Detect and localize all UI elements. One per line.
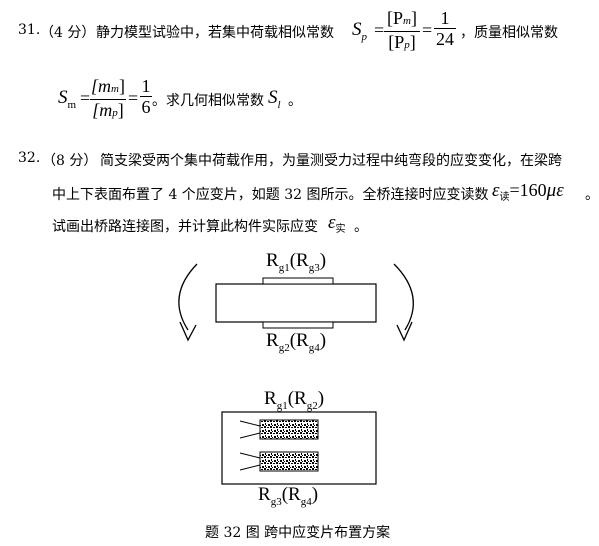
- q31-text-a: 静力模型试验中，若集中荷载相似常数: [96, 25, 334, 41]
- q32-number: 32.: [18, 150, 41, 166]
- gauge-plan-2: [259, 451, 319, 472]
- q31-text-c: 。求几何相似常数: [152, 93, 264, 109]
- q32-points: （8 分）: [42, 153, 98, 169]
- right-curved-arrow: [393, 263, 414, 331]
- equals-sign-4: =: [128, 88, 139, 108]
- left-arrow-head: [179, 321, 197, 342]
- q32-line2-end: 。: [585, 187, 599, 203]
- gauge-plan-2-leads: [239, 452, 261, 471]
- beam-elevation: [215, 283, 377, 323]
- left-curved-arrow: [178, 263, 198, 331]
- load-fraction: [Pm] [Pp]: [384, 8, 420, 55]
- strain-reading: ε读=160με: [492, 180, 564, 203]
- one-over-6: 1 6: [140, 76, 152, 117]
- figure-caption: 题 32 图 跨中应变片布置方案: [205, 525, 391, 541]
- gauge-plan-1: [259, 419, 319, 440]
- q32-line3: 试画出桥路连接图，并计算此构件实际应变: [52, 219, 318, 235]
- q31-number: 31.: [18, 22, 41, 38]
- gauge-bottom-elevation: [262, 321, 334, 329]
- equals-sign-3: =: [80, 88, 91, 108]
- equals-sign-2: =: [422, 20, 433, 40]
- label-rg1-rg3: Rg1(Rg3): [266, 250, 327, 274]
- q31-period: 。: [288, 93, 302, 109]
- right-arrow-head: [396, 321, 413, 342]
- one-over-24: 1 24: [434, 8, 456, 49]
- gauge-top-elevation: [262, 277, 334, 285]
- q31-points: （4 分）: [40, 25, 96, 41]
- label-plan-rg1-rg2: Rg1(Rg2): [264, 388, 325, 412]
- label-plan-rg3-rg4: Rg3(Rg4): [258, 484, 319, 508]
- q32-line2: 中上下表面布置了 4 个应变片，如题 32 图所示。全桥连接时应变读数: [52, 187, 489, 203]
- sp-symbol: Sp: [352, 19, 367, 43]
- equals-sign: =: [374, 20, 385, 40]
- label-rg2-rg4: Rg2(Rg4): [266, 330, 327, 354]
- sm-symbol: Sm: [58, 87, 77, 111]
- actual-strain-symbol: ε实: [328, 212, 346, 235]
- gauge-plan-1-leads: [239, 420, 261, 439]
- q31-text-b: ，质量相似常数: [460, 25, 558, 41]
- q32-line1: 简支梁受两个集中荷载作用，为量测受力过程中纯弯段的应变变化，在梁跨: [100, 153, 562, 169]
- sl-symbol: Sl: [268, 87, 281, 111]
- q32-line3-end: 。: [354, 219, 368, 235]
- mass-fraction: [mm] [mp]: [90, 76, 126, 120]
